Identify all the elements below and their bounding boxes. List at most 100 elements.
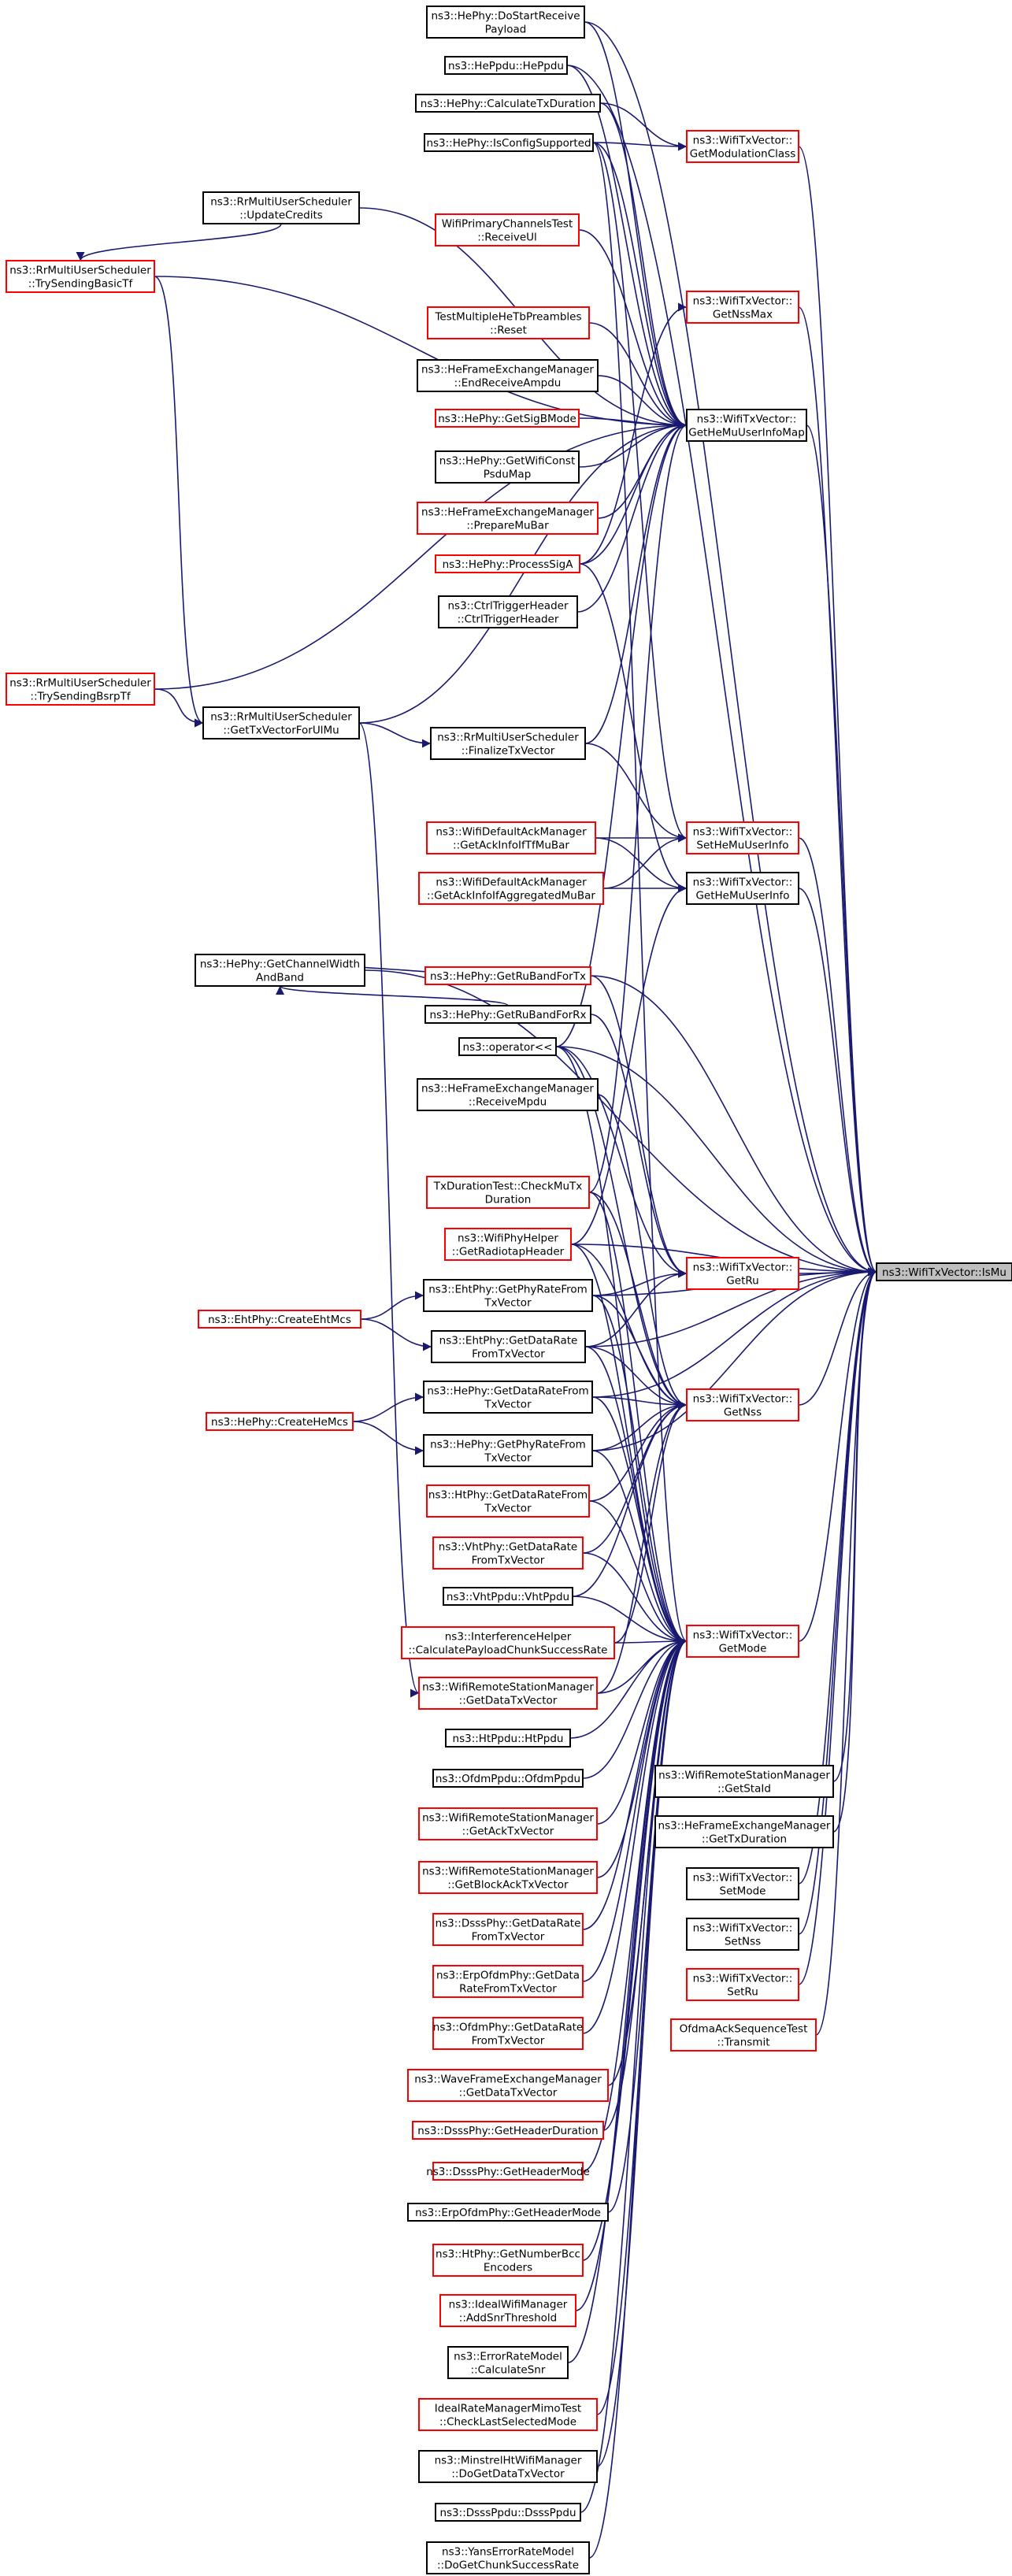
node-label: GetNss [724,1407,762,1419]
node-primchan[interactable]: WifiPrimaryChannelsTest::ReceiveUl [435,213,580,246]
node-dsssheadermode[interactable]: ns3::DsssPhy::GetHeaderMode [426,2162,590,2181]
edge-htphydatarate-to-getnss [588,1400,688,1502]
node-getacktf[interactable]: ns3::WifiDefaultAckManager::GetAckInfoIf… [426,821,596,854]
node-ofdmack[interactable]: OfdmaAckSequenceTest::Transmit [670,2018,817,2052]
node-hefem-gettxdur[interactable]: ns3::HeFrameExchangeManager::GetTxDurati… [654,1815,834,1848]
node-htppdu[interactable]: ns3::HtPpdu::HtPpdu [445,1729,571,1748]
node-wrsm-getblockack[interactable]: ns3::WifiRemoteStationManager::GetBlockA… [418,1861,598,1894]
node-root[interactable]: ns3::WifiTxVector::IsMu [876,1262,1012,1281]
edge-heppdu-to-getmuinfomap [566,65,688,430]
node-isconfig[interactable]: ns3::HePhy::IsConfigSupported [424,133,594,152]
node-box [195,954,365,987]
node-recvmpdu[interactable]: ns3::HeFrameExchangeManager::ReceiveMpdu [417,1078,599,1111]
node-label: TxVector [484,1452,532,1465]
node-setnss[interactable]: ns3::WifiTxVector::SetNss [686,1918,799,1951]
node-idealtest[interactable]: IdealRateManagerMimoTest::CheckLastSelec… [418,2398,598,2431]
node-finalizetx[interactable]: ns3::RrMultiUserScheduler::FinalizeTxVec… [430,727,586,760]
node-label: ns3::WifiPhyHelper [458,1232,558,1245]
node-setheinfo[interactable]: ns3::WifiTxVector::SetHeMuUserInfo [686,821,799,854]
edge-setheinfo-to-root [798,837,877,1277]
node-label: ns3::WifiRemoteStationManager [422,1812,594,1825]
edge-setru-to-root [798,1267,877,1985]
edge-ofdmack-to-root [815,1267,877,2036]
node-heppdu[interactable]: ns3::HePpdu::HePpdu [444,56,568,75]
node-wrsm-getdatatx[interactable]: ns3::WifiRemoteStationManager::GetDataTx… [418,1677,598,1710]
node-vhtppdu[interactable]: ns3::VhtPpdu::VhtPpdu [443,1587,573,1606]
node-ofdmppdu[interactable]: ns3::OfdmPpdu::OfdmPpdu [432,1769,584,1788]
node-label: ::GetTxVectorForUlMu [223,725,339,737]
node-label: ns3::WifiDefaultAckManager [436,877,587,889]
node-getru[interactable]: ns3::WifiTxVector::GetRu [686,1257,799,1290]
node-getheinfo[interactable]: ns3::WifiTxVector::GetHeMuUserInfo [686,872,799,905]
node-interfhelper[interactable]: ns3::InterferenceHelper::CalculatePayloa… [401,1626,615,1659]
node-createehtmcs[interactable]: ns3::EhtPhy::CreateEhtMcs [198,1310,361,1329]
node-dsssheaderdur[interactable]: ns3::DsssPhy::GetHeaderDuration [412,2121,604,2140]
node-box [424,1005,591,1024]
node-endrecv[interactable]: ns3::HeFrameExchangeManager::EndReceiveA… [417,359,599,392]
edge-trysendingbasic-to-getmuinfomap [154,276,688,430]
node-label: ns3::WifiTxVector:: [693,1393,793,1406]
node-box [423,1279,593,1312]
node-getnss[interactable]: ns3::WifiTxVector::GetNss [686,1388,799,1421]
node-box [670,2018,817,2052]
node-wrsm-getstaid[interactable]: ns3::WifiRemoteStationManager::GetStaId [654,1765,834,1798]
node-createhemcs[interactable]: ns3::HePhy::CreateHeMcs [206,1412,354,1431]
node-ctrltrigger[interactable]: ns3::CtrlTriggerHeader::CtrlTriggerHeade… [438,595,578,628]
node-wavefem[interactable]: ns3::WaveFrameExchangeManager::GetDataTx… [407,2069,609,2102]
node-trysendingbasic[interactable]: ns3::RrMultiUserScheduler::TrySendingBas… [6,260,155,293]
node-setru[interactable]: ns3::WifiTxVector::SetRu [686,1968,799,2001]
node-gettxvecul[interactable]: ns3::RrMultiUserScheduler::GetTxVectorFo… [202,706,360,739]
node-idealaddsnr[interactable]: ns3::IdealWifiManager::AddSnrThreshold [439,2294,576,2327]
node-minstrel[interactable]: ns3::MinstrelHtWifiManager::DoGetDataTxV… [418,2450,598,2483]
node-getsigb[interactable]: ns3::HePhy::GetSigBMode [435,409,580,428]
node-box [426,1484,590,1518]
node-box [202,706,360,739]
node-calctxdur[interactable]: ns3::HePhy::CalculateTxDuration [415,94,601,113]
node-radiotap[interactable]: ns3::WifiPhyHelper::GetRadiotapHeader [444,1228,572,1261]
node-errcalcsnr[interactable]: ns3::ErrorRateModel::CalculateSnr [447,2346,569,2379]
node-box [876,1262,1012,1281]
node-getnssmax[interactable]: ns3::WifiTxVector::GetNssMax [686,291,799,324]
node-box [6,260,155,293]
node-getmuinfomap[interactable]: ns3::WifiTxVector::GetHeMuUserInfoMap [686,409,807,442]
node-box [432,2017,584,2050]
node-label: RateFromTxVector [459,1983,557,1996]
node-updcredits[interactable]: ns3::RrMultiUserScheduler::UpdateCredits [202,191,360,224]
node-label: ns3::WifiRemoteStationManager [422,1866,594,1878]
node-getmodclass[interactable]: ns3::WifiTxVector::GetModulationClass [686,130,799,163]
node-getrurx[interactable]: ns3::HePhy::GetRuBandForRx [424,1005,591,1024]
node-box [206,1412,354,1431]
node-trysendingbsrp[interactable]: ns3::RrMultiUserScheduler::TrySendingBsr… [6,673,155,706]
node-dsssppdu[interactable]: ns3::DsssPpdu::DsssPpdu [435,2503,581,2522]
node-setmode[interactable]: ns3::WifiTxVector::SetMode [686,1867,799,1900]
node-getackagg[interactable]: ns3::WifiDefaultAckManager::GetAckInfoIf… [418,872,604,905]
node-testmulti[interactable]: TestMultipleHeTbPreambles::Reset [427,306,590,339]
node-box [686,1625,799,1658]
node-getmode[interactable]: ns3::WifiTxVector::GetMode [686,1625,799,1658]
edge-vhtppdu-to-getnss [572,1400,688,1597]
node-label: ::DoGetChunkSuccessRate [437,2559,579,2572]
node-erpheadermode[interactable]: ns3::ErpOfdmPhy::GetHeaderMode [407,2203,609,2222]
node-getrutx[interactable]: ns3::HePhy::GetRuBandForTx [424,966,591,985]
node-preparemubar[interactable]: ns3::HeFrameExchangeManager::PrepareMuBa… [417,502,599,535]
node-operator[interactable]: ns3::operator<< [458,1037,557,1056]
node-wrsm-getack[interactable]: ns3::WifiRemoteStationManager::GetAckTxV… [418,1807,598,1840]
edge-radiotap-to-getheinfo [570,884,688,1245]
node-yanserr[interactable]: ns3::YansErrorRateModel::DoGetChunkSucce… [426,2541,590,2574]
node-processsiga[interactable]: ns3::HePhy::ProcessSigA [435,554,580,573]
